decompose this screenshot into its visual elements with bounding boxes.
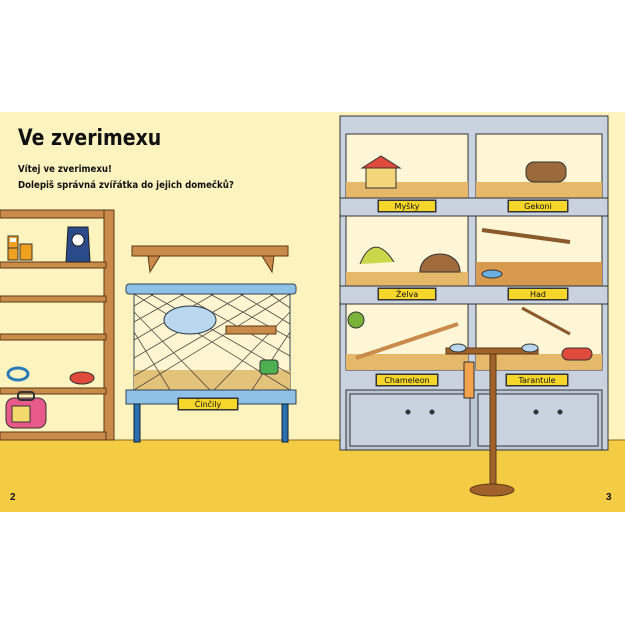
- label-had: Had: [508, 288, 568, 300]
- floor: [0, 440, 625, 512]
- label-cincily: Činčily: [178, 398, 238, 410]
- page-number-right: 3: [606, 492, 612, 503]
- terrarium-cabinet: [339, 115, 609, 451]
- label-tarantule: Tarantule: [506, 374, 568, 386]
- wooden-shelf: [0, 209, 115, 441]
- page-number-left: 2: [10, 492, 16, 503]
- label-chameleon: Chameleon: [376, 374, 438, 386]
- intro-line-1: Vítej ve zverimexu!: [18, 164, 112, 175]
- page-title: Ve zverimexu: [18, 126, 162, 151]
- label-mysky: Myšky: [378, 200, 436, 212]
- parrot-perch: [445, 343, 539, 497]
- intro-line-2: Dolepiš správná zvířátka do jejich domeč…: [18, 180, 234, 191]
- label-zelva: Želva: [378, 288, 436, 300]
- label-gekoni: Gekoni: [508, 200, 568, 212]
- pet-shop-scene: [0, 112, 625, 512]
- book-spread: Ve zverimexu Vítej ve zverimexu! Dolepiš…: [0, 112, 625, 512]
- wall-shelf: [131, 245, 289, 274]
